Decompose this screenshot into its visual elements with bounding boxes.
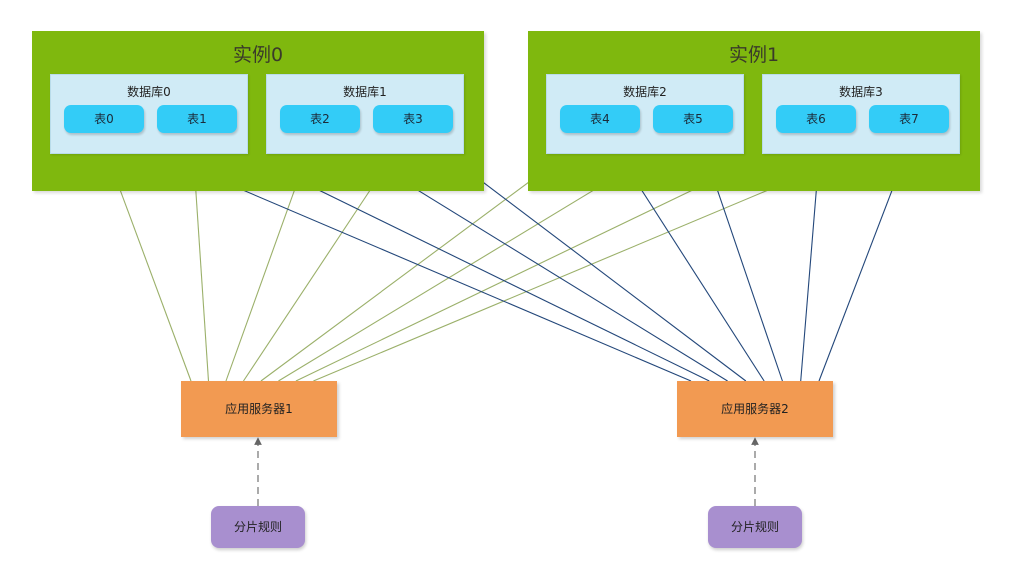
- shard-rule-1[interactable]: 分片规则: [211, 506, 305, 548]
- table-7[interactable]: 表7: [869, 105, 949, 133]
- table-6[interactable]: 表6: [776, 105, 856, 133]
- database-title: 数据库2: [623, 85, 667, 99]
- table-1[interactable]: 表1: [157, 105, 237, 133]
- database-title: 数据库3: [839, 85, 883, 99]
- instance-title: 实例1: [728, 44, 780, 66]
- database-title: 数据库1: [343, 85, 387, 99]
- database-1[interactable]: 数据库1 表2 表3: [266, 74, 464, 154]
- table-3[interactable]: 表3: [373, 105, 453, 133]
- database-0[interactable]: 数据库0 表0 表1: [50, 74, 248, 154]
- instance-1[interactable]: 实例1 数据库2 表4 表5 数据库3 表6 表7: [528, 31, 980, 191]
- table-4[interactable]: 表4: [560, 105, 640, 133]
- database-2[interactable]: 数据库2 表4 表5: [546, 74, 744, 154]
- table-5[interactable]: 表5: [653, 105, 733, 133]
- database-title: 数据库0: [127, 85, 171, 99]
- app-server-2[interactable]: 应用服务器2: [677, 381, 833, 437]
- shard-rule-2[interactable]: 分片规则: [708, 506, 802, 548]
- table-0[interactable]: 表0: [64, 105, 144, 133]
- table-2[interactable]: 表2: [280, 105, 360, 133]
- instance-0[interactable]: 实例0 数据库0 表0 表1 数据库1 表2 表3: [32, 31, 484, 191]
- database-3[interactable]: 数据库3 表6 表7: [762, 74, 960, 154]
- instance-title: 实例0: [232, 44, 284, 66]
- app-server-1[interactable]: 应用服务器1: [181, 381, 337, 437]
